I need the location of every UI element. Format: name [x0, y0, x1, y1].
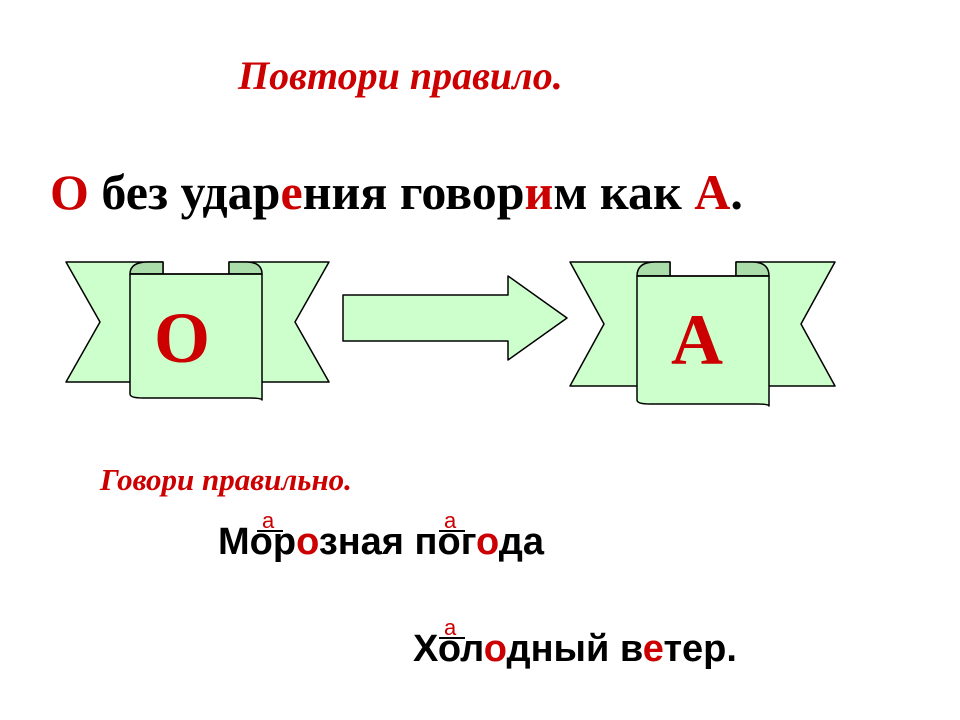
- left-scroll-top-left: [129, 261, 164, 275]
- rule-letter-a: А: [694, 164, 731, 220]
- ex1-stressed-o: о: [296, 521, 319, 563]
- left-scroll-top-right: [228, 261, 263, 275]
- ex2-stressed-e: е: [642, 628, 664, 670]
- slide-title: Повтори правило.: [238, 53, 563, 98]
- right-scroll-top-left: [636, 261, 671, 277]
- ex2-part: дный в: [506, 628, 643, 670]
- ex2-part: тер.: [663, 628, 737, 670]
- ex1-stressed-o-2: о: [476, 521, 499, 563]
- rule-letter-o: О: [50, 164, 89, 220]
- hint-text: Говори правильно.: [100, 462, 352, 497]
- ex1-part: зная: [318, 521, 415, 563]
- left-banner: [65, 261, 330, 401]
- ex2-hint-mark-1: а: [444, 615, 457, 640]
- rule-sentence: О без ударения говорим как А.: [50, 163, 743, 221]
- rule-text-1: без удар: [88, 164, 281, 220]
- ex1-part: п: [414, 521, 438, 563]
- right-banner: [569, 261, 836, 407]
- ex1-part: М: [218, 521, 250, 563]
- example-phrase-1: Морозная погода: [218, 521, 544, 564]
- ex2-part: л: [460, 628, 484, 670]
- ex2-stressed-o: о: [483, 628, 507, 670]
- ex1-part: г: [460, 521, 477, 563]
- rule-stress-e: е: [280, 164, 303, 220]
- ex1-part: да: [498, 521, 545, 563]
- ex1-hint-mark-1: а: [262, 508, 275, 533]
- ex2-hint-underline-1: [439, 637, 465, 639]
- ex1-part: р: [272, 521, 297, 563]
- right-banner-face: [636, 275, 770, 407]
- rule-text-2: ния говор: [302, 164, 525, 220]
- rule-stress-i: и: [524, 164, 554, 220]
- ex1-hint-underline-1: [257, 530, 283, 532]
- right-banner-letter: А: [671, 300, 723, 380]
- rule-period: .: [730, 164, 743, 220]
- left-banner-letter: О: [154, 298, 210, 378]
- ex1-hint-mark-2: а: [444, 508, 457, 533]
- right-scroll-top-right: [735, 261, 770, 277]
- right-arrow-icon: [342, 275, 568, 361]
- ex1-hint-underline-2: [439, 530, 465, 532]
- example-phrase-2: Холодный ветер.: [413, 628, 737, 671]
- left-banner-face: [129, 273, 263, 401]
- ex2-part: Х: [413, 628, 438, 670]
- rule-text-3: м как: [553, 164, 695, 220]
